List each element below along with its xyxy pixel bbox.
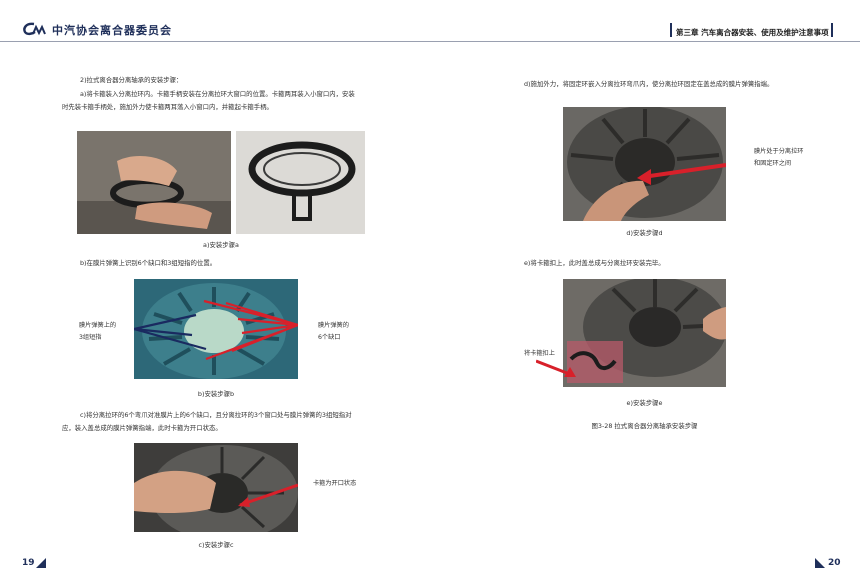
page-number-left: 19 — [22, 558, 35, 568]
caption-step-c: c)安装步骤c — [198, 541, 234, 549]
step-c-line2: 应，装入盖总成的膜片弹簧指端，此时卡箍为开口状态。 — [62, 424, 222, 432]
chapter-title: 第三章 汽车离合器安装、使用及维护注意事项 — [676, 28, 829, 37]
caption-step-d: d)安装步骤d — [626, 229, 663, 237]
photo-step-c-ring-on-spring — [134, 443, 298, 532]
photo-step-a-hands — [77, 131, 231, 234]
note-d-1: 膜片处于分离拉环 — [754, 148, 804, 155]
step-c-line1: c)将分离拉环的6个弯爪对准膜片上的6个缺口，且分离拉环的3个窗口处与膜片弹簧的… — [80, 411, 352, 419]
arrow-step-e-icon — [536, 359, 576, 377]
step-e-text: e)将卡箍扣上，此时盖总成与分离拉环安装完毕。 — [524, 259, 665, 267]
step-a-line1: a)将卡箍装入分离拉环内。卡箍手柄安装在分离拉环大窗口的位置。卡箍两耳装入小窗口… — [80, 90, 355, 98]
page-corner-right-icon — [815, 558, 825, 568]
header-rule — [0, 41, 860, 42]
page-corner-left-icon — [36, 558, 46, 568]
intro-title: 2)拉式离合器分离轴承的安装步骤： — [80, 76, 183, 84]
photo-step-a-ring — [236, 131, 365, 234]
step-d-text: d)施加外力，将固定环嵌入分离拉环弯爪内，使分离拉环固定在盖总成的膜片弹簧指端。 — [524, 80, 774, 88]
note-b-notches-2: 6个缺口 — [318, 334, 341, 341]
caption-step-e: e)安装步骤e — [626, 399, 663, 407]
figure-caption: 图3-28 拉式离合器分离轴承安装步骤 — [591, 422, 698, 430]
header-separator-end — [831, 23, 833, 37]
page-number-right: 20 — [828, 558, 841, 568]
caption-step-a: a)安装步骤a — [203, 241, 239, 249]
caption-step-b: b)安装步骤b — [197, 390, 235, 398]
note-c-open-clamp: 卡箍为开口状态 — [313, 480, 357, 487]
note-d-2: 和固定环之间 — [754, 160, 792, 167]
note-b-notches-1: 膜片弹簧的 — [318, 322, 349, 329]
note-e-clamp-fastened: 将卡箍扣上 — [524, 350, 555, 357]
committee-logo-icon — [23, 22, 46, 36]
note-b-short-fingers-2: 3组短指 — [79, 334, 102, 341]
photo-step-b-diaphragm — [134, 279, 298, 379]
step-a-line2: 时先装卡箍手柄处，施加外力使卡箍两耳落入小窗口内，并箍起卡箍手柄。 — [62, 103, 273, 111]
step-b-text: b)在膜片弹簧上识别6个缺口和3组短指的位置。 — [80, 259, 217, 267]
header-separator — [670, 23, 672, 37]
photo-step-d-fixing-ring — [563, 107, 726, 221]
committee-name: 中汽协会离合器委员会 — [52, 24, 172, 37]
note-b-short-fingers-1: 膜片弹簧上的 — [79, 322, 117, 329]
photo-step-e-clamp-closed — [563, 279, 726, 387]
